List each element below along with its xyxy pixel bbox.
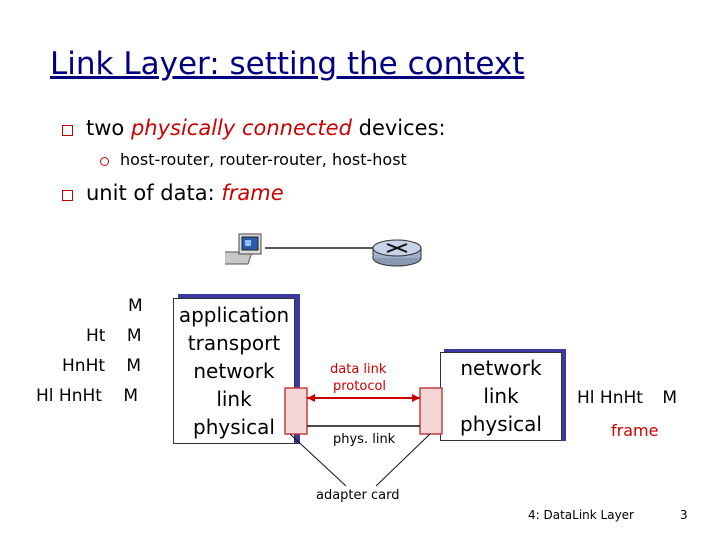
encap-hn: Hn [58, 386, 83, 406]
label-phys-link: phys. link [333, 432, 396, 447]
label-adapter-card: adapter card [316, 488, 400, 503]
encap-row-1: M [128, 296, 143, 316]
footer-course: 4: DataLink Layer [528, 508, 634, 522]
footer-page-number: 3 [680, 508, 688, 522]
layer-transport: transport [187, 331, 281, 355]
network-top-svg [225, 233, 422, 267]
label-protocol: protocol [333, 379, 387, 394]
frame-hn: Hn [599, 388, 624, 408]
adapter-pointer-right [375, 433, 431, 487]
encap-row-3: HnHt M [62, 356, 141, 376]
bullet-1-suffix: devices: [351, 116, 446, 140]
left-protocol-stack: application transport network link physi… [173, 298, 295, 444]
bullet-1-prefix: two [86, 116, 131, 140]
encap-ht: Ht [82, 386, 102, 406]
bullet-square-2 [62, 190, 73, 201]
right-adapter-box [419, 387, 443, 435]
label-data-link: data link [330, 362, 387, 377]
adapter-links-svg [284, 387, 443, 487]
encap-m: M [126, 326, 142, 346]
layer-network: network [193, 359, 275, 383]
bullet-2-emphasis: frame [221, 181, 284, 205]
sub-bullet-circle [100, 157, 109, 166]
frame-ht: Ht [623, 388, 643, 408]
encap-m: M [123, 386, 139, 406]
bullet-square-1 [62, 125, 73, 136]
encap-row-4: Hl HnHt M [36, 386, 138, 406]
page-title: Link Layer: setting the context [50, 46, 525, 82]
computer-icon [225, 233, 262, 265]
layer-physical: physical [460, 412, 542, 436]
encap-hn: Hn [62, 356, 86, 376]
frame-m: M [662, 388, 678, 408]
layer-application: application [178, 303, 290, 327]
right-protocol-stack: network link physical [440, 352, 562, 441]
frame-headers: Hl HnHt M [577, 388, 677, 408]
layer-network: network [460, 356, 542, 380]
adapter-pointer-left [289, 433, 347, 487]
encap-m: M [126, 356, 142, 376]
encap-ht: Ht [85, 356, 106, 376]
encap-ht: Ht [86, 326, 106, 346]
layer-link: link [216, 387, 252, 411]
encap-m: M [128, 296, 143, 316]
frame-hl: Hl [577, 388, 595, 408]
encap-hl: Hl [36, 386, 54, 406]
left-adapter-box [284, 387, 308, 435]
bullet-2: unit of data: frame [86, 181, 284, 205]
sub-bullet-1: host-router, router-router, host-host [120, 150, 407, 169]
router-icon [372, 239, 422, 267]
bullet-1-emphasis: physically connected [130, 116, 352, 140]
bullet-1: two physically connected devices: [86, 116, 446, 140]
bullet-2-prefix: unit of data: [86, 181, 222, 205]
layer-physical: physical [193, 415, 275, 439]
frame-label: frame [611, 421, 659, 440]
layer-link: link [483, 384, 519, 408]
encap-row-2: Ht M [86, 326, 142, 346]
